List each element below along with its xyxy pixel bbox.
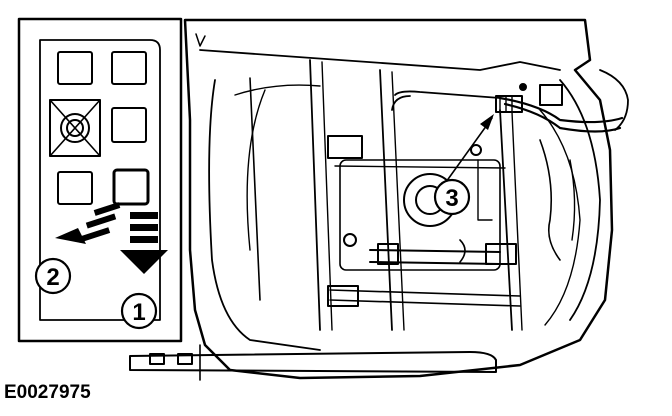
callout-label-3: 3 xyxy=(445,185,458,212)
figure-id-label: E0027975 xyxy=(4,382,91,403)
electrical-connector xyxy=(495,95,523,113)
switch-inset-panel xyxy=(17,17,183,343)
seat-motor-assembly xyxy=(339,144,517,271)
callout-circle-1 xyxy=(120,292,158,330)
callout-circle-2 xyxy=(34,257,72,295)
arrow-left-down-icon xyxy=(55,202,121,244)
seat-track-rails xyxy=(309,59,523,331)
leader-arrow-icon xyxy=(445,114,494,183)
bottom-rail xyxy=(129,344,497,381)
callout-label-1: 1 xyxy=(132,299,145,326)
arrow-down-icon xyxy=(120,212,168,274)
callout-label-2: 2 xyxy=(46,264,59,291)
wiring-harness xyxy=(391,69,629,261)
callout-circle-3 xyxy=(433,178,471,216)
